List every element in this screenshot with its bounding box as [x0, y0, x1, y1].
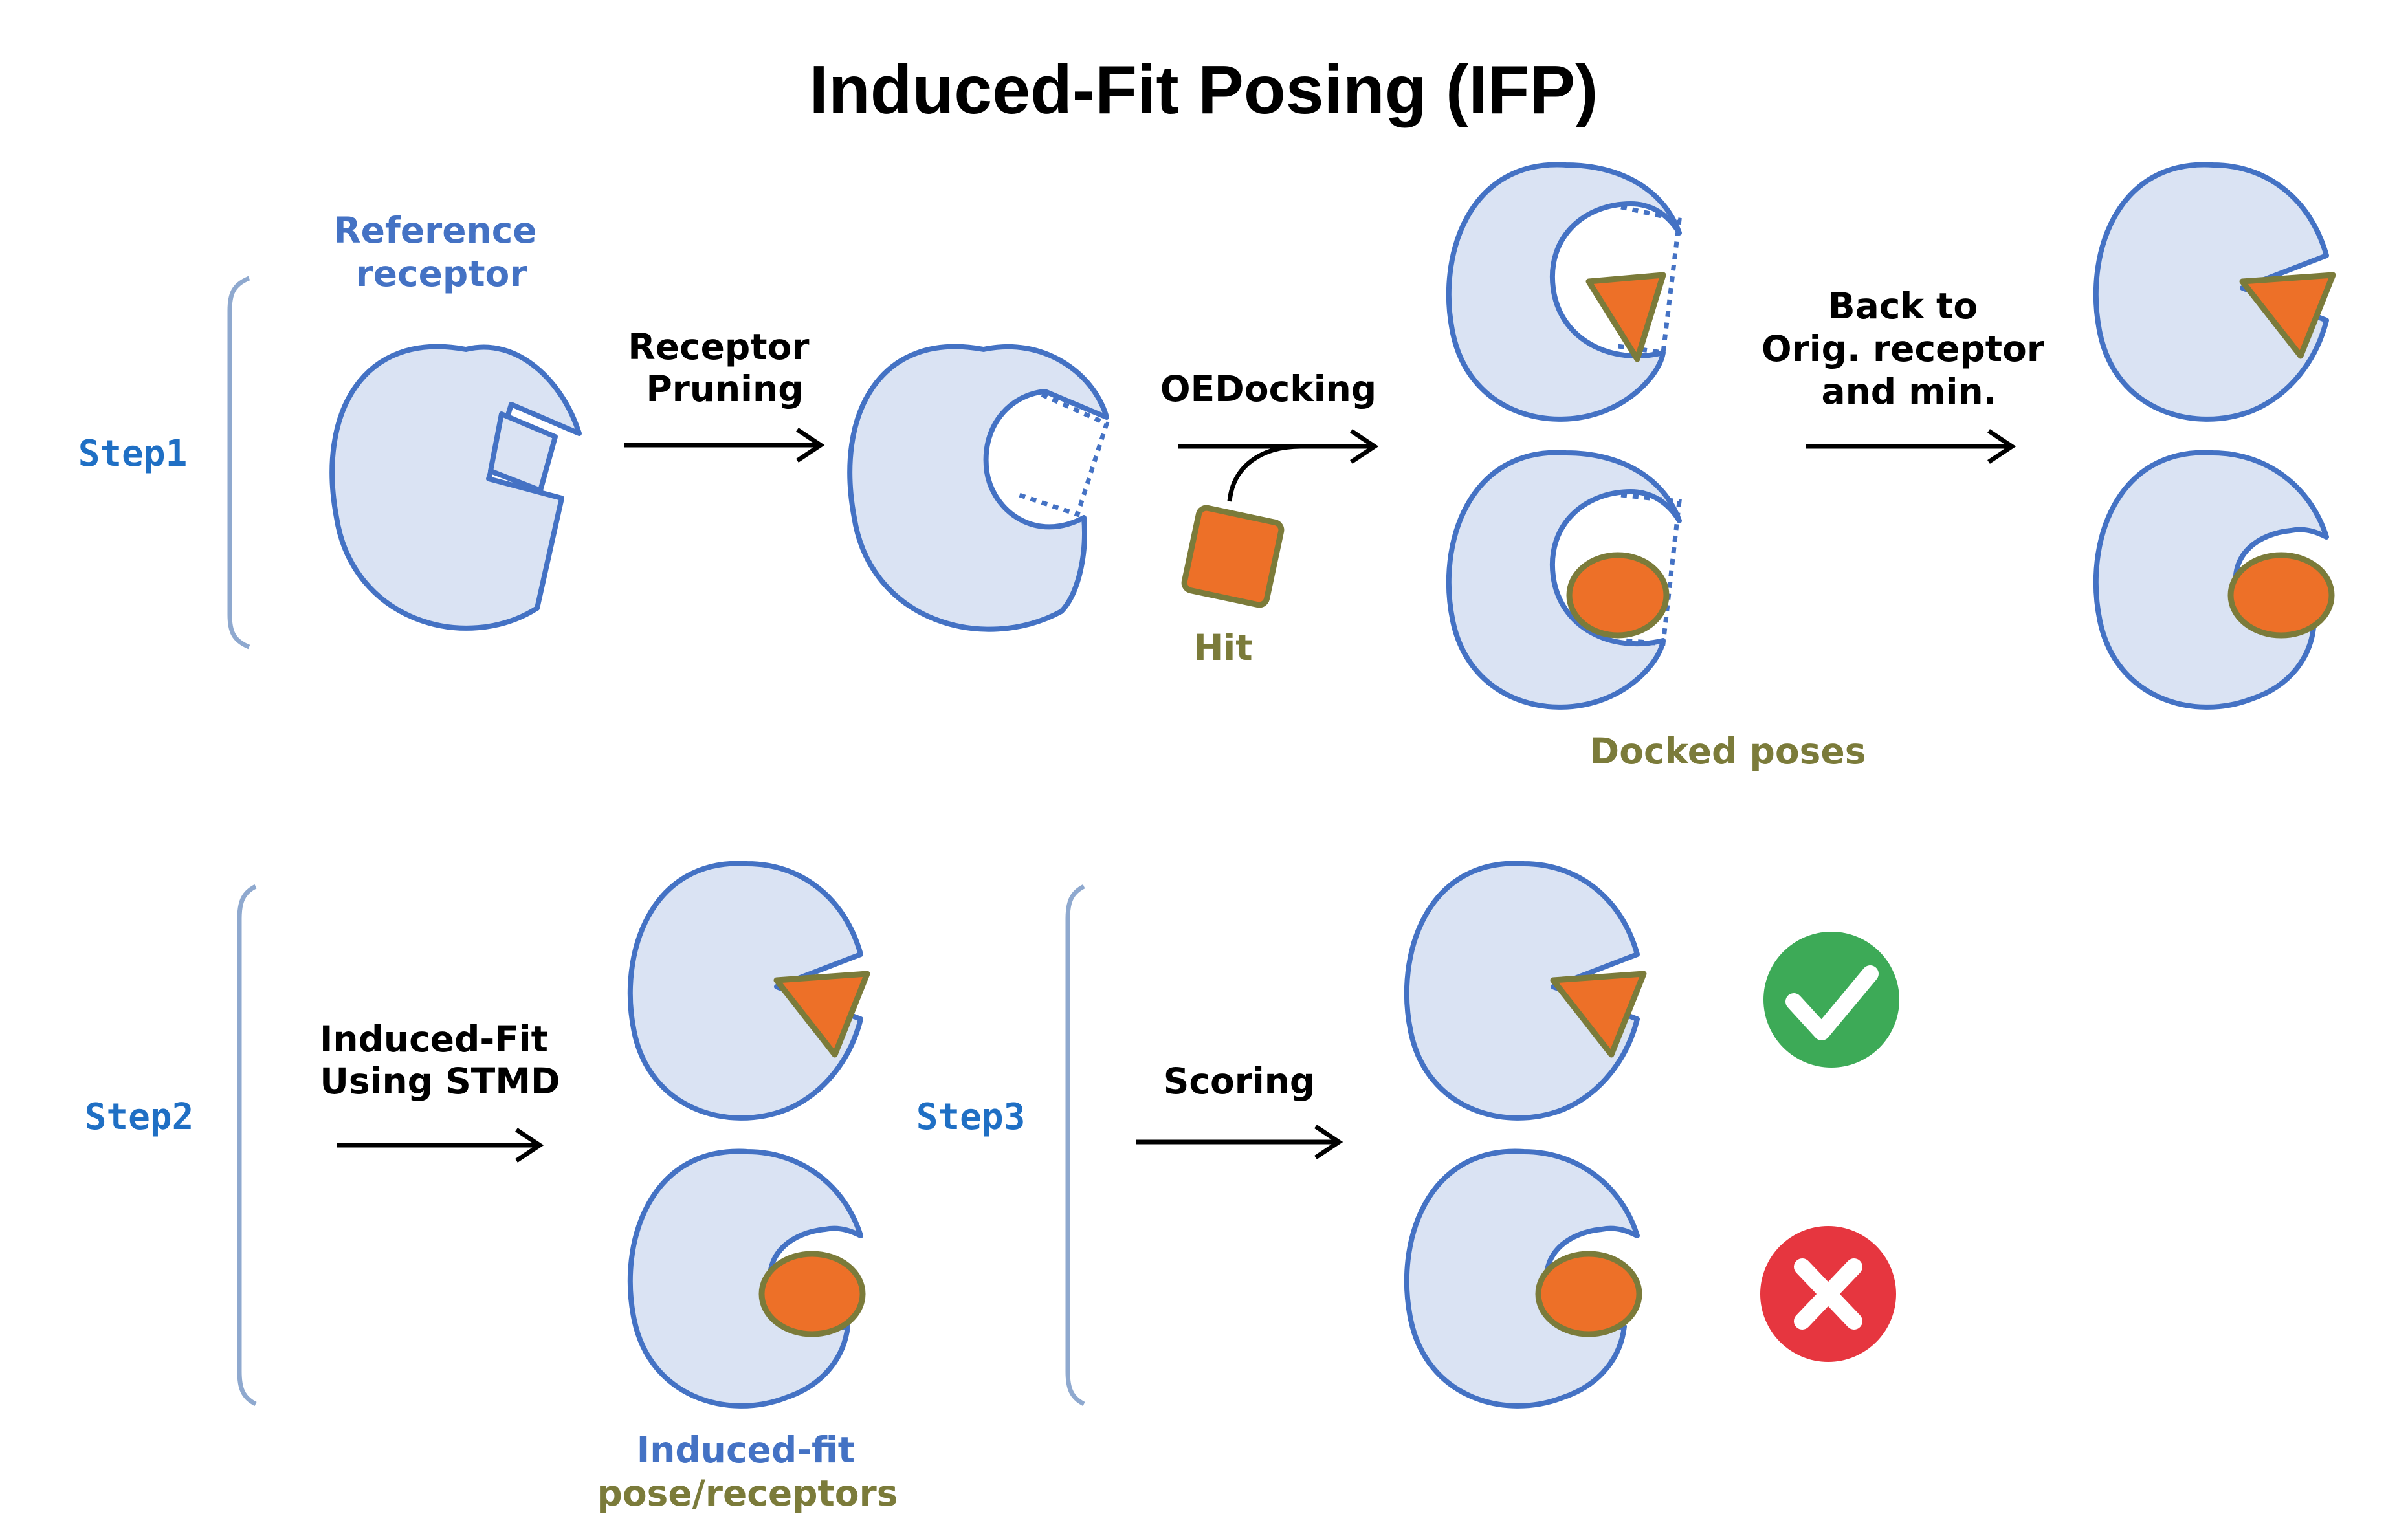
step2-label: Step2 [85, 1096, 194, 1138]
step3-bracket [1065, 884, 1085, 1407]
induced-fit-caption: Induced-fit pose/receptors [597, 1429, 898, 1514]
hit-ligand [1181, 505, 1285, 608]
receptor-pruning-label: Receptor Pruning [628, 326, 821, 410]
induced-fit-stmd-label: Induced-Fit Using STMD [320, 1018, 560, 1102]
hit-label: Hit [1193, 627, 1252, 668]
docked-pose-top [1449, 165, 1679, 419]
step3-label: Step3 [916, 1096, 1026, 1138]
scored-pose-bottom [1407, 1152, 1642, 1406]
back-to-orig-arrow [1806, 429, 2016, 464]
scored-pose-top [1407, 864, 1647, 1118]
oedocking-label: OEDocking [1160, 368, 1376, 410]
docked-pose-bottom [1449, 453, 1679, 707]
pruning-arrow [624, 428, 825, 463]
oedocking-arrow [1178, 429, 1379, 502]
pruned-receptor [850, 347, 1110, 630]
step2-bracket [237, 884, 257, 1407]
reference-receptor-label: Reference receptor [333, 210, 549, 294]
induced-fit-pose-bottom [630, 1152, 866, 1406]
cross-icon [1760, 1226, 1896, 1362]
induced-fit-pose-top [630, 864, 870, 1118]
step1-label: Step1 [78, 433, 188, 475]
reference-receptor [332, 347, 579, 628]
check-icon [1763, 932, 1899, 1068]
docked-poses-label: Docked poses [1590, 730, 1866, 772]
back-to-orig-label: Back to Orig. receptor and min. [1762, 285, 2057, 412]
page-title: Induced-Fit Posing (IFP) [810, 52, 1598, 128]
minimized-pose-top [2096, 165, 2336, 419]
induced-fit-arrow [337, 1128, 544, 1163]
scoring-arrow [1136, 1125, 1343, 1159]
minimized-pose-bottom [2096, 453, 2335, 707]
step1-bracket [227, 276, 250, 650]
scoring-label: Scoring [1164, 1060, 1316, 1102]
